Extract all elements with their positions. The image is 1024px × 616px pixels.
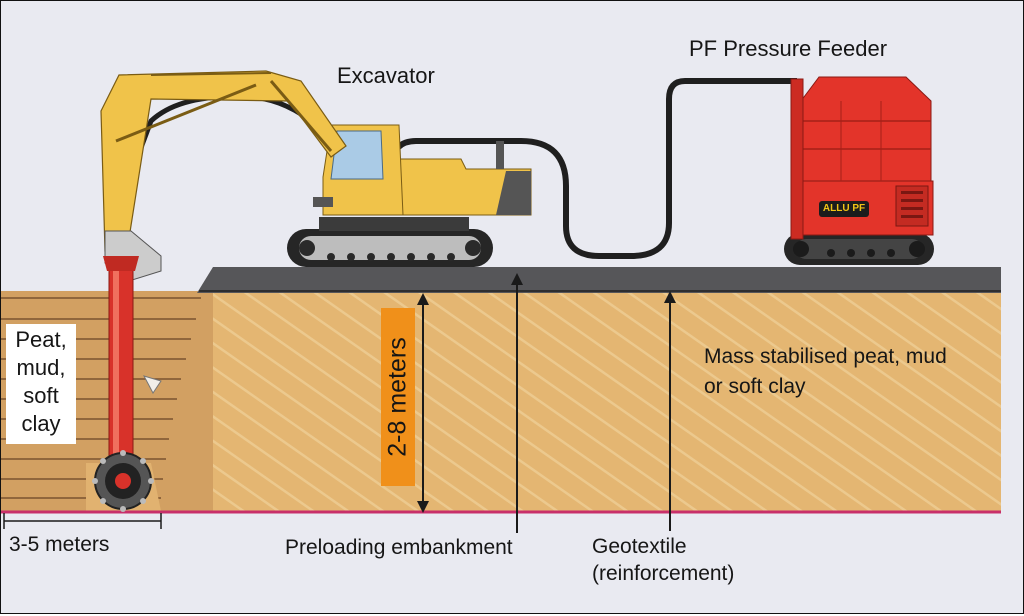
depth-label-text: 2-8 meters <box>383 337 412 457</box>
width-label: 3-5 meters <box>9 533 110 556</box>
preloading-label: Preloading embankment <box>285 536 513 559</box>
pressure-feeder-label: PF Pressure Feeder <box>689 36 888 61</box>
preloading-embankment <box>197 267 1001 293</box>
excavator <box>100 70 532 282</box>
geotextile-pointer <box>664 291 676 531</box>
mixing-tool <box>92 256 154 512</box>
preloading-pointer <box>511 273 523 533</box>
allu-pf-logo: ALLU PF <box>819 201 869 217</box>
soil-debris <box>143 375 162 394</box>
feed-hose <box>388 78 797 259</box>
mass-stabilised-label: Mass stabilised peat, mud or soft clay <box>704 345 947 398</box>
depth-label: 2-8 meters <box>381 308 415 486</box>
width-dimension <box>3 513 162 529</box>
stabilised-soil-mass <box>161 291 1001 511</box>
soil-type-label: Peat, mud, soft clay <box>6 324 76 444</box>
pressure-feeder <box>784 76 934 265</box>
excavator-label: Excavator <box>337 63 435 88</box>
geotextile-label: Geotextile (reinforcement) <box>592 535 735 585</box>
depth-arrow <box>417 293 429 513</box>
